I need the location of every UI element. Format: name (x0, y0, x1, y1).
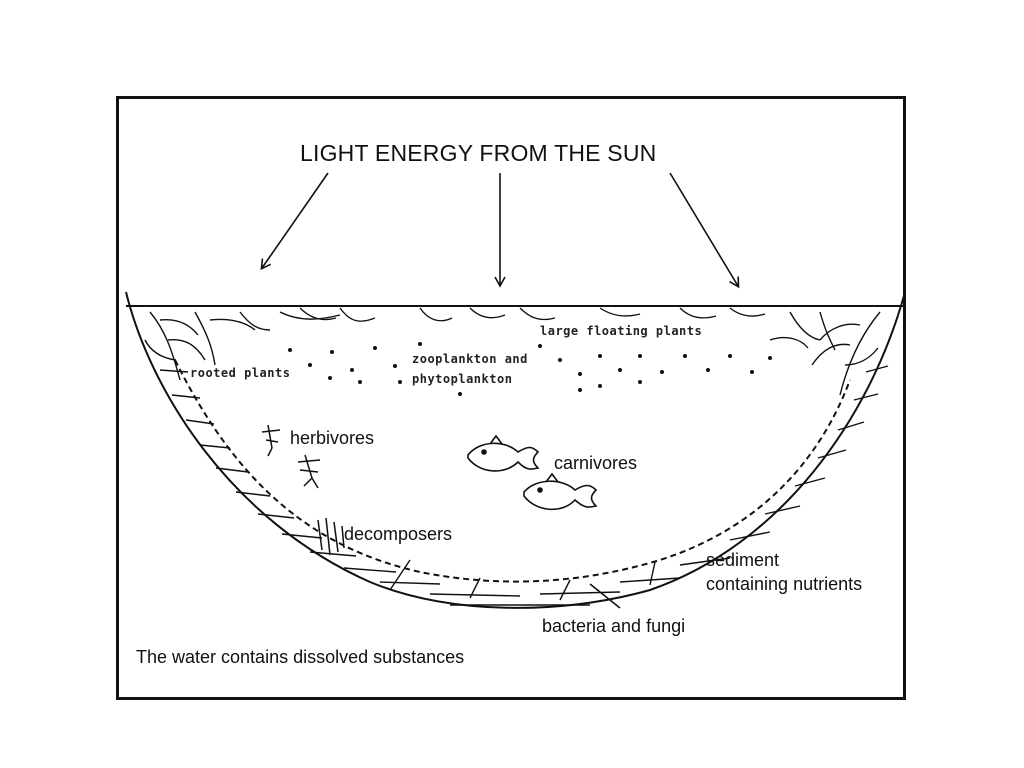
sun-energy-title: LIGHT ENERGY FROM THE SUN (300, 140, 657, 166)
decomposers-label: decomposers (344, 524, 453, 544)
pond-basin-outline (125, 291, 906, 609)
diagram-frame (116, 96, 906, 700)
zooplankton-label: zooplankton and (412, 352, 528, 366)
large-floating-plants (299, 307, 766, 322)
sediment-layer (159, 365, 889, 606)
large-floating-plants-label: large floating plants (540, 324, 703, 338)
herbivore-insects (261, 424, 321, 489)
sun-ray-left-arrow (260, 172, 329, 271)
sediment-label: sediment (706, 550, 780, 570)
sun-rays (260, 172, 740, 289)
dissolved-substances-note: The water contains dissolved substances (136, 647, 465, 667)
rooted-plants-right (769, 311, 881, 396)
plankton-dots (288, 342, 772, 396)
carnivore-fish (467, 434, 598, 511)
sun-ray-right-arrow (669, 172, 740, 289)
rooted-plants-label: rooted plants (190, 366, 291, 380)
rooted-plants-left (144, 311, 341, 381)
herbivores-label: herbivores (290, 428, 375, 448)
bacteria-fungi-label: bacteria and fungi (542, 616, 686, 636)
sediment-inner-boundary (174, 359, 851, 583)
phytoplankton-label: phytoplankton (412, 372, 513, 386)
bacteria-pointer-line (589, 583, 621, 609)
carnivores-label: carnivores (554, 453, 638, 473)
sediment-nutrients-label: containing nutrients (706, 574, 863, 594)
decomposer-organisms (317, 517, 345, 556)
